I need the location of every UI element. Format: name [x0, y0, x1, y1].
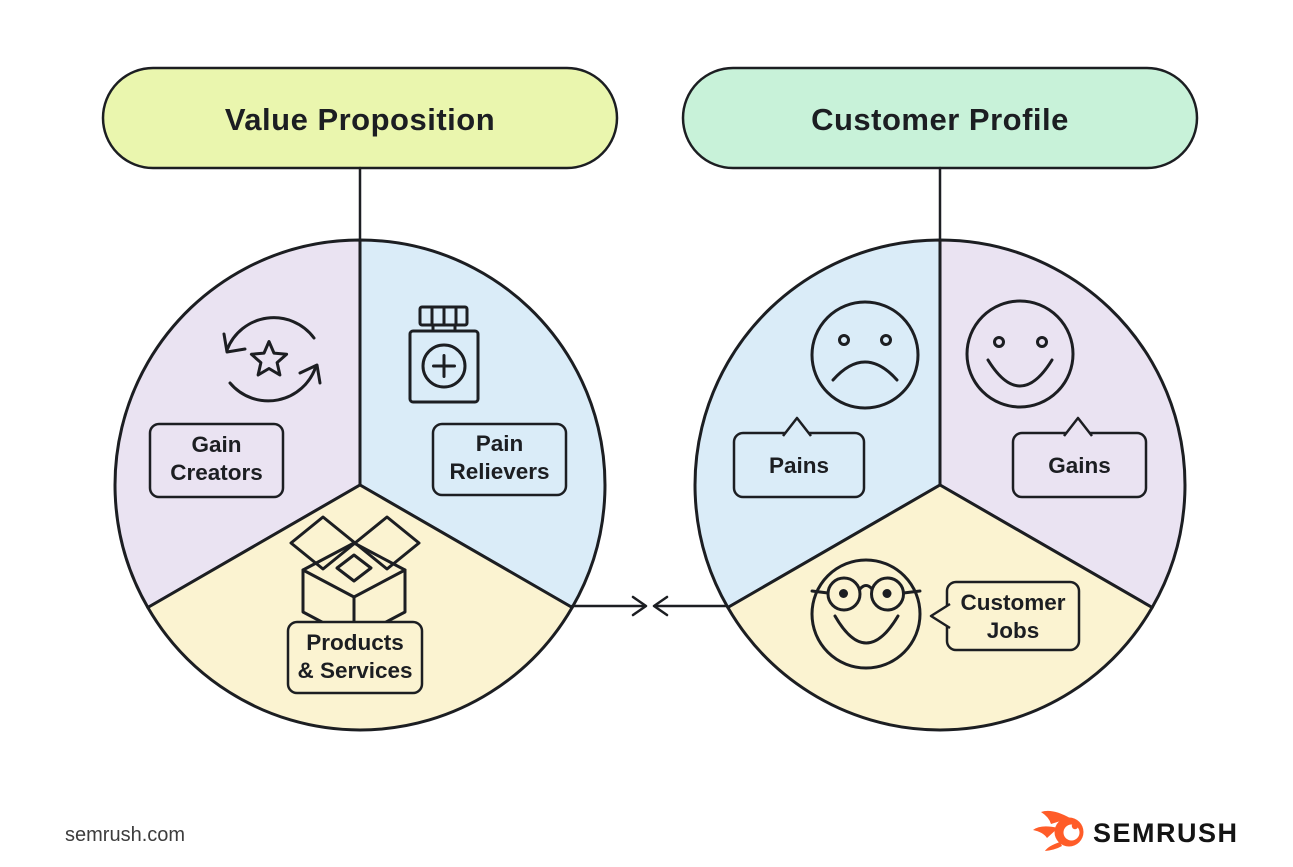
pains-segment	[693, 238, 942, 609]
gains-label: Gains	[1048, 453, 1111, 478]
customer-jobs-label-bubble: Customer Jobs	[929, 580, 1081, 652]
value-proposition-title: Value Proposition	[225, 102, 495, 137]
bubble-pointer-up	[782, 416, 812, 437]
medicine-bottle-icon	[408, 305, 480, 404]
pains-label-bubble: Pains	[732, 416, 866, 499]
gain-creators-label-box: Gain Creators	[148, 422, 285, 499]
vp-to-cp-arrow	[570, 595, 648, 617]
star-icon	[249, 340, 289, 377]
value-proposition-header: Value Proposition	[101, 66, 619, 170]
happy-face-icon	[965, 299, 1075, 409]
value-proposition-circle: Gain Creators Pain Relievers Products & …	[113, 238, 607, 732]
products-services-segment	[146, 483, 574, 732]
pain-relievers-label-line2: Relievers	[449, 459, 549, 484]
bubble-pointer-up	[1063, 416, 1093, 437]
star-cycle-icon	[222, 316, 322, 403]
flame-spike	[1045, 842, 1062, 851]
customer-jobs-label-line2: Jobs	[987, 618, 1040, 643]
pain-relievers-label-line1: Pain	[476, 431, 524, 456]
semrush-logo: SEMRUSH	[1033, 810, 1239, 851]
pains-label: Pains	[769, 453, 829, 478]
customer-profile-header: Customer Profile	[681, 66, 1199, 170]
flame-ball-dot	[1071, 822, 1079, 830]
products-services-label-box: Products & Services	[286, 620, 424, 695]
customer-profile-circle: Pains Gains Customer Jobs	[693, 238, 1187, 732]
gain-creators-label-line1: Gain	[191, 432, 241, 457]
gains-segment	[938, 238, 1187, 609]
glasses-face-icon	[810, 558, 922, 670]
flame-spike	[1033, 826, 1058, 838]
pain-relievers-label-box: Pain Relievers	[431, 422, 568, 497]
products-services-label-line2: & Services	[297, 658, 412, 683]
flame-spike	[1041, 810, 1070, 824]
gains-label-bubble: Gains	[1011, 416, 1148, 499]
plus-circle-icon	[421, 343, 467, 389]
products-services-label-line1: Products	[306, 630, 404, 655]
semrush-flame-icon	[1033, 810, 1084, 851]
customer-profile-title: Customer Profile	[811, 102, 1069, 137]
customer-jobs-segment	[726, 483, 1154, 732]
left-arrowhead-icon	[652, 595, 669, 617]
customer-jobs-label-line1: Customer	[960, 590, 1065, 615]
sad-face-icon	[810, 300, 920, 410]
bubble-pointer-left	[929, 602, 951, 630]
right-arrowhead-icon	[631, 595, 648, 617]
open-box-icon	[289, 515, 421, 641]
cp-to-vp-arrow	[652, 595, 730, 617]
gain-creators-label-line2: Creators	[170, 460, 263, 485]
semrush-logo-text: SEMRUSH	[1093, 818, 1239, 848]
website-url: semrush.com	[65, 824, 185, 846]
